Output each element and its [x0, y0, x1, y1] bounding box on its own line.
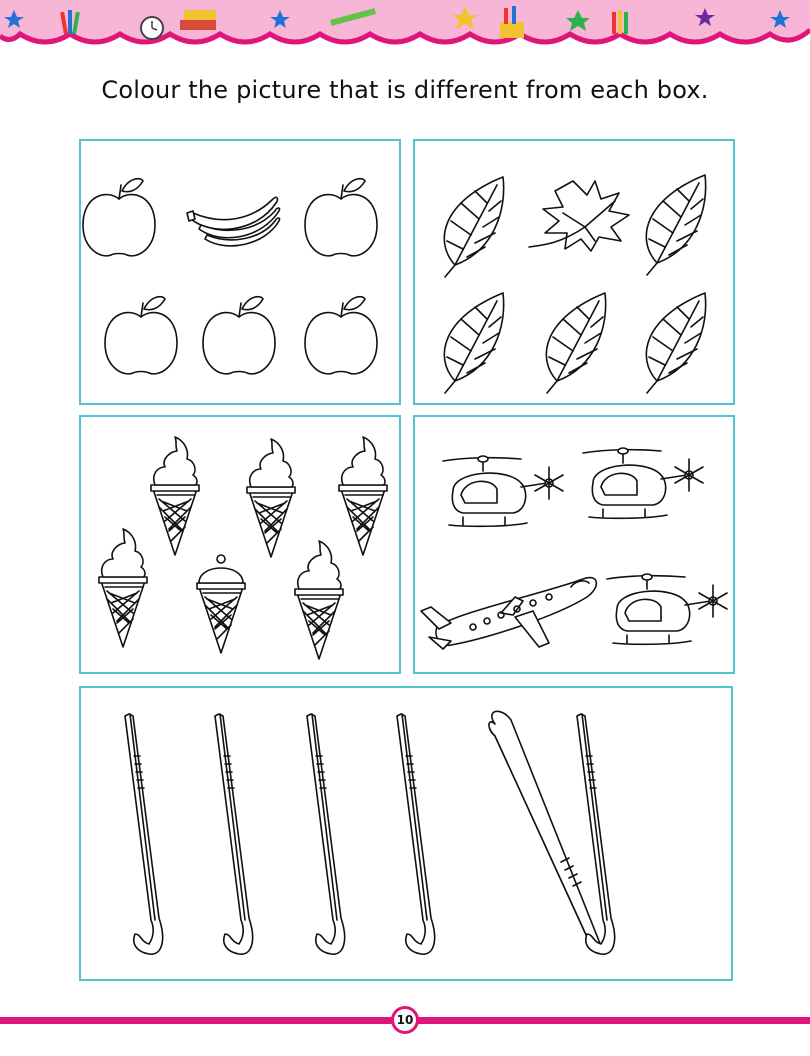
- leaf-icon: [443, 292, 505, 394]
- round-ice-cream-icon: [196, 554, 246, 654]
- star-icon: [4, 10, 24, 28]
- apple-icon: [104, 295, 178, 375]
- star-icon: [566, 10, 590, 31]
- hockey-stick-box: [79, 686, 733, 981]
- hockey-stick-icon: [124, 713, 164, 955]
- star-icon: [770, 10, 790, 28]
- ice-cream-icon: [339, 437, 387, 555]
- banana-icon: [186, 196, 281, 247]
- fruit-box: [79, 139, 401, 405]
- page-number: 10: [391, 1006, 419, 1034]
- pencils-icon: [612, 10, 628, 34]
- hockey-stick-icon: [306, 713, 346, 955]
- pencil-cup-icon: [500, 6, 524, 38]
- pencils-icon: [60, 10, 80, 35]
- helicopter-icon: [442, 455, 564, 528]
- leaf-icon: [443, 176, 505, 278]
- leaf-icon: [645, 292, 707, 394]
- ice-cream-box: [79, 415, 401, 674]
- leaf-icon: [645, 174, 707, 276]
- star-icon: [695, 8, 715, 26]
- apple-icon: [304, 295, 378, 375]
- helicopter-icon: [606, 573, 728, 646]
- ice-cream-icon: [295, 541, 343, 659]
- apple-icon: [202, 295, 276, 375]
- star-icon: [270, 10, 290, 28]
- apple-icon: [304, 177, 378, 257]
- ice-cream-icon: [99, 529, 147, 647]
- hockey-stick-icon: [396, 713, 436, 955]
- instruction-title: Colour the picture that is different fro…: [101, 76, 709, 104]
- ice-cream-icon: [247, 439, 295, 557]
- maple-leaf-icon: [528, 180, 630, 252]
- books-icon: [180, 10, 216, 30]
- pencil-icon: [330, 8, 376, 26]
- airplane-icon: [420, 576, 598, 650]
- apple-icon: [82, 177, 156, 257]
- decorative-banner: [0, 0, 810, 45]
- ice-cream-icon: [151, 437, 199, 555]
- helicopter-icon: [582, 447, 704, 520]
- star-icon: [452, 6, 478, 29]
- hockey-stick-icon: [214, 713, 254, 955]
- aircraft-box: [413, 415, 735, 674]
- leaf-icon: [545, 292, 607, 394]
- leaf-box: [413, 139, 735, 405]
- alarm-clock-icon: [140, 16, 164, 40]
